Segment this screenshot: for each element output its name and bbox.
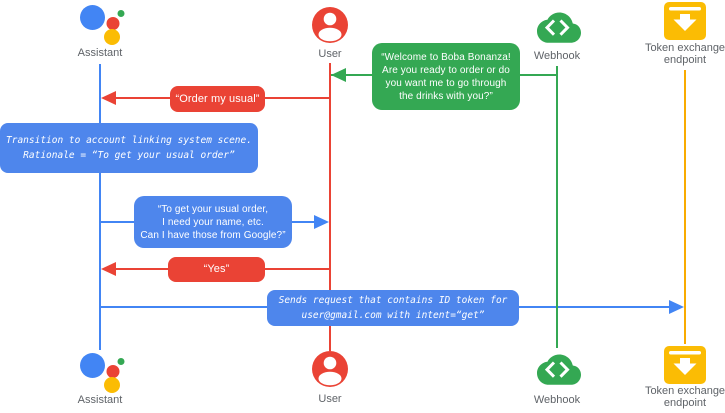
order-usual-message-bubble: “Order my usual”: [170, 86, 265, 112]
yes-message-bubble: “Yes”: [168, 257, 265, 282]
welcome-arrowhead-icon: [331, 68, 346, 82]
token-endpoint-label-top: Token exchange endpoint: [644, 42, 725, 66]
token-endpoint-lifeline: [684, 70, 686, 344]
assistant-label-bottom: Assistant: [77, 394, 123, 406]
user-lifeline: [329, 63, 331, 351]
assistant-lifeline: [99, 64, 101, 350]
sends-request-message-bubble: Sends request that contains ID token for…: [267, 290, 519, 326]
order-usual-arrowhead-icon: [101, 91, 116, 105]
yes-arrowhead-icon: [101, 262, 116, 276]
welcome-message-bubble: “Welcome to Boba Bonanza! Are you ready …: [372, 43, 520, 110]
token-endpoint-label-bottom: Token exchange endpoint: [644, 385, 725, 409]
person-icon: [312, 7, 348, 43]
transition-note: Transition to account linking system sce…: [0, 123, 258, 173]
person-icon: [312, 351, 348, 387]
user-label-bottom: User: [318, 393, 342, 405]
cloud-code-icon: [537, 12, 581, 43]
google-assistant-icon: [80, 5, 125, 45]
cloud-code-icon: [537, 354, 581, 385]
assistant-label-top: Assistant: [77, 47, 123, 59]
google-assistant-icon: [80, 353, 125, 393]
webhook-label-top: Webhook: [533, 50, 581, 62]
sends-request-arrowhead-icon: [669, 300, 684, 314]
webhook-lifeline: [556, 66, 558, 348]
archive-download-icon: [664, 2, 706, 40]
archive-download-icon: [664, 346, 706, 384]
need-name-message-bubble: “To get your usual order, I need your na…: [134, 196, 292, 248]
need-name-arrowhead-icon: [314, 215, 329, 229]
user-label-top: User: [318, 48, 342, 60]
webhook-label-bottom: Webhook: [533, 394, 581, 406]
